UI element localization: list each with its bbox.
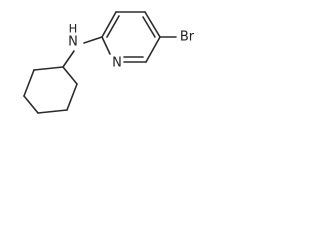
amine-n-label: N [68, 35, 78, 50]
bond [37, 109, 68, 114]
bond [66, 83, 78, 111]
amine-h-label: H [69, 22, 78, 36]
cyclohexane-ring [23, 66, 78, 114]
bond-n-pyridine [83, 36, 103, 44]
bond [23, 95, 39, 114]
bond-double-inner [106, 15, 120, 38]
bond [33, 66, 64, 71]
bond [145, 36, 161, 63]
bromine-label: Br [180, 30, 195, 45]
bond [23, 69, 35, 97]
bond-cyclohexyl-n [62, 50, 75, 68]
bond [62, 66, 78, 85]
bond [144, 11, 161, 38]
pyridine-n-label: N [112, 56, 122, 71]
pyridine-ring [101, 11, 161, 63]
bond [101, 11, 117, 38]
bond-double-inner [142, 16, 156, 38]
chemical-structure: H N N Br [23, 11, 195, 114]
bond [101, 36, 111, 55]
